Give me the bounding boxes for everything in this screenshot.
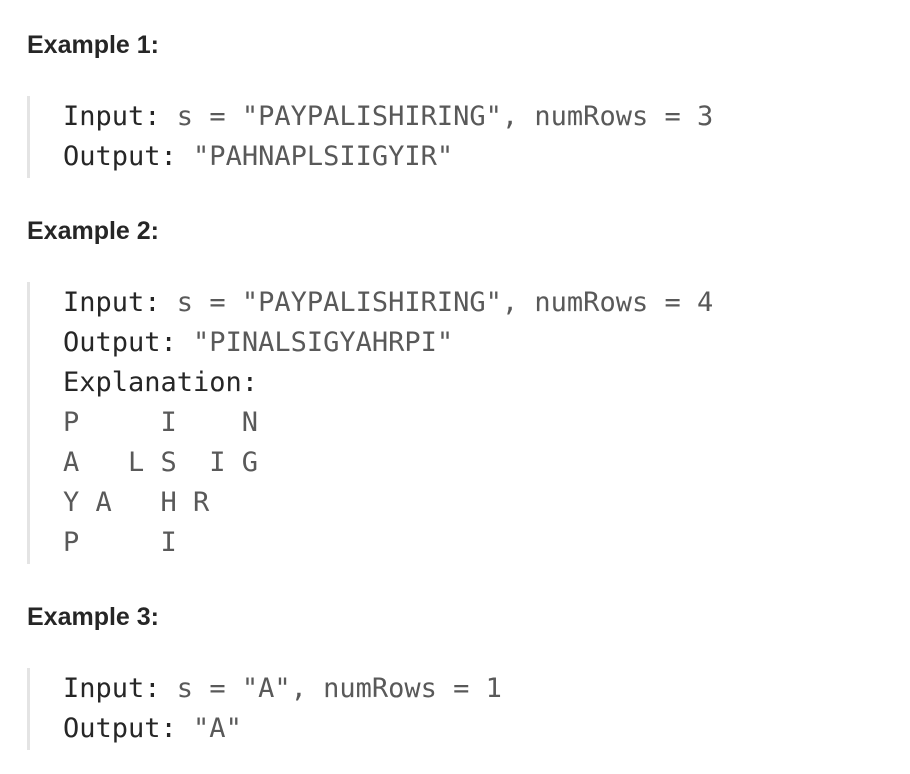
output-label: Output: bbox=[63, 327, 177, 358]
input-value: s = "PAYPALISHIRING", numRows = 3 bbox=[160, 101, 714, 132]
input-value: s = "A", numRows = 1 bbox=[160, 673, 502, 704]
example-1-title: Example 1: bbox=[27, 31, 160, 59]
input-label: Input: bbox=[63, 287, 161, 318]
zigzag-row-4: P I bbox=[63, 527, 177, 558]
example-2-explanation-label: Explanation: bbox=[63, 367, 259, 398]
example-2-code-block: Input: s = "PAYPALISHIRING", numRows = 4… bbox=[27, 282, 890, 564]
input-value: s = "PAYPALISHIRING", numRows = 4 bbox=[160, 287, 714, 318]
example-1-output-line: Output: "PAHNAPLSIIGYIR" bbox=[63, 137, 453, 177]
output-value: "PINALSIGYAHRPI" bbox=[176, 327, 454, 358]
output-value: "A" bbox=[176, 713, 242, 744]
example-2-output-line: Output: "PINALSIGYAHRPI" bbox=[63, 323, 453, 363]
zigzag-row-2: A L S I G bbox=[63, 447, 259, 478]
example-3-code-block: Input: s = "A", numRows = 1 Output: "A" bbox=[27, 668, 890, 750]
output-label: Output: bbox=[63, 141, 177, 172]
output-value: "PAHNAPLSIIGYIR" bbox=[176, 141, 454, 172]
example-2-input-line: Input: s = "PAYPALISHIRING", numRows = 4 bbox=[63, 283, 713, 323]
zigzag-row-3: Y A H R bbox=[63, 487, 210, 518]
example-2-title: Example 2: bbox=[27, 217, 160, 245]
input-label: Input: bbox=[63, 101, 161, 132]
example-3-title: Example 3: bbox=[27, 603, 160, 631]
example-3-input-line: Input: s = "A", numRows = 1 bbox=[63, 669, 502, 709]
output-label: Output: bbox=[63, 713, 177, 744]
example-1-code-block: Input: s = "PAYPALISHIRING", numRows = 3… bbox=[27, 96, 890, 178]
example-1-input-line: Input: s = "PAYPALISHIRING", numRows = 3 bbox=[63, 97, 713, 137]
input-label: Input: bbox=[63, 673, 161, 704]
example-3-output-line: Output: "A" bbox=[63, 709, 242, 749]
zigzag-row-1: P I N bbox=[63, 407, 259, 438]
